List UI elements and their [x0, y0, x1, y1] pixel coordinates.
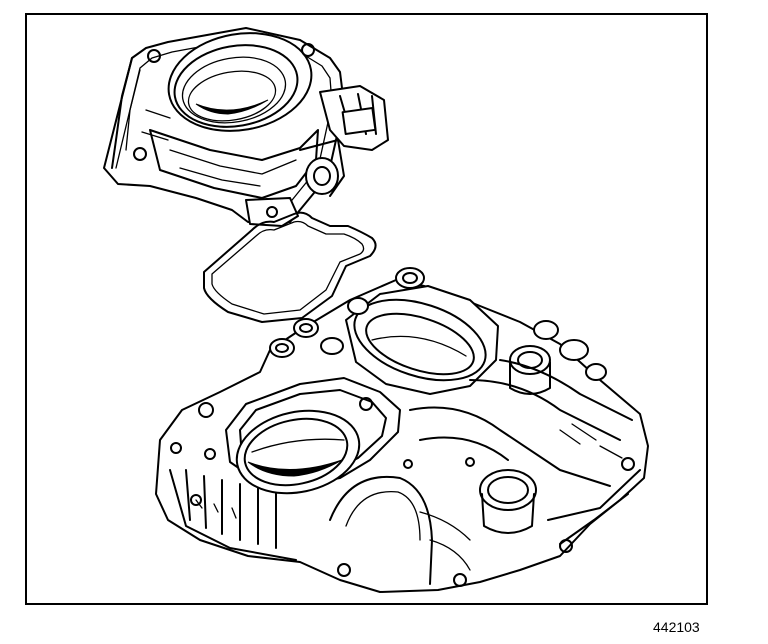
throttle-body-illustration: [103, 27, 389, 227]
intake-manifold-illustration: [155, 267, 649, 593]
figure-id-label: 442103: [653, 619, 700, 635]
manifold-runners: [409, 359, 641, 571]
gasket-illustration: [203, 211, 377, 323]
manifold-fitting-bosses: [269, 267, 425, 358]
manifold-port-fittings: [479, 320, 607, 534]
